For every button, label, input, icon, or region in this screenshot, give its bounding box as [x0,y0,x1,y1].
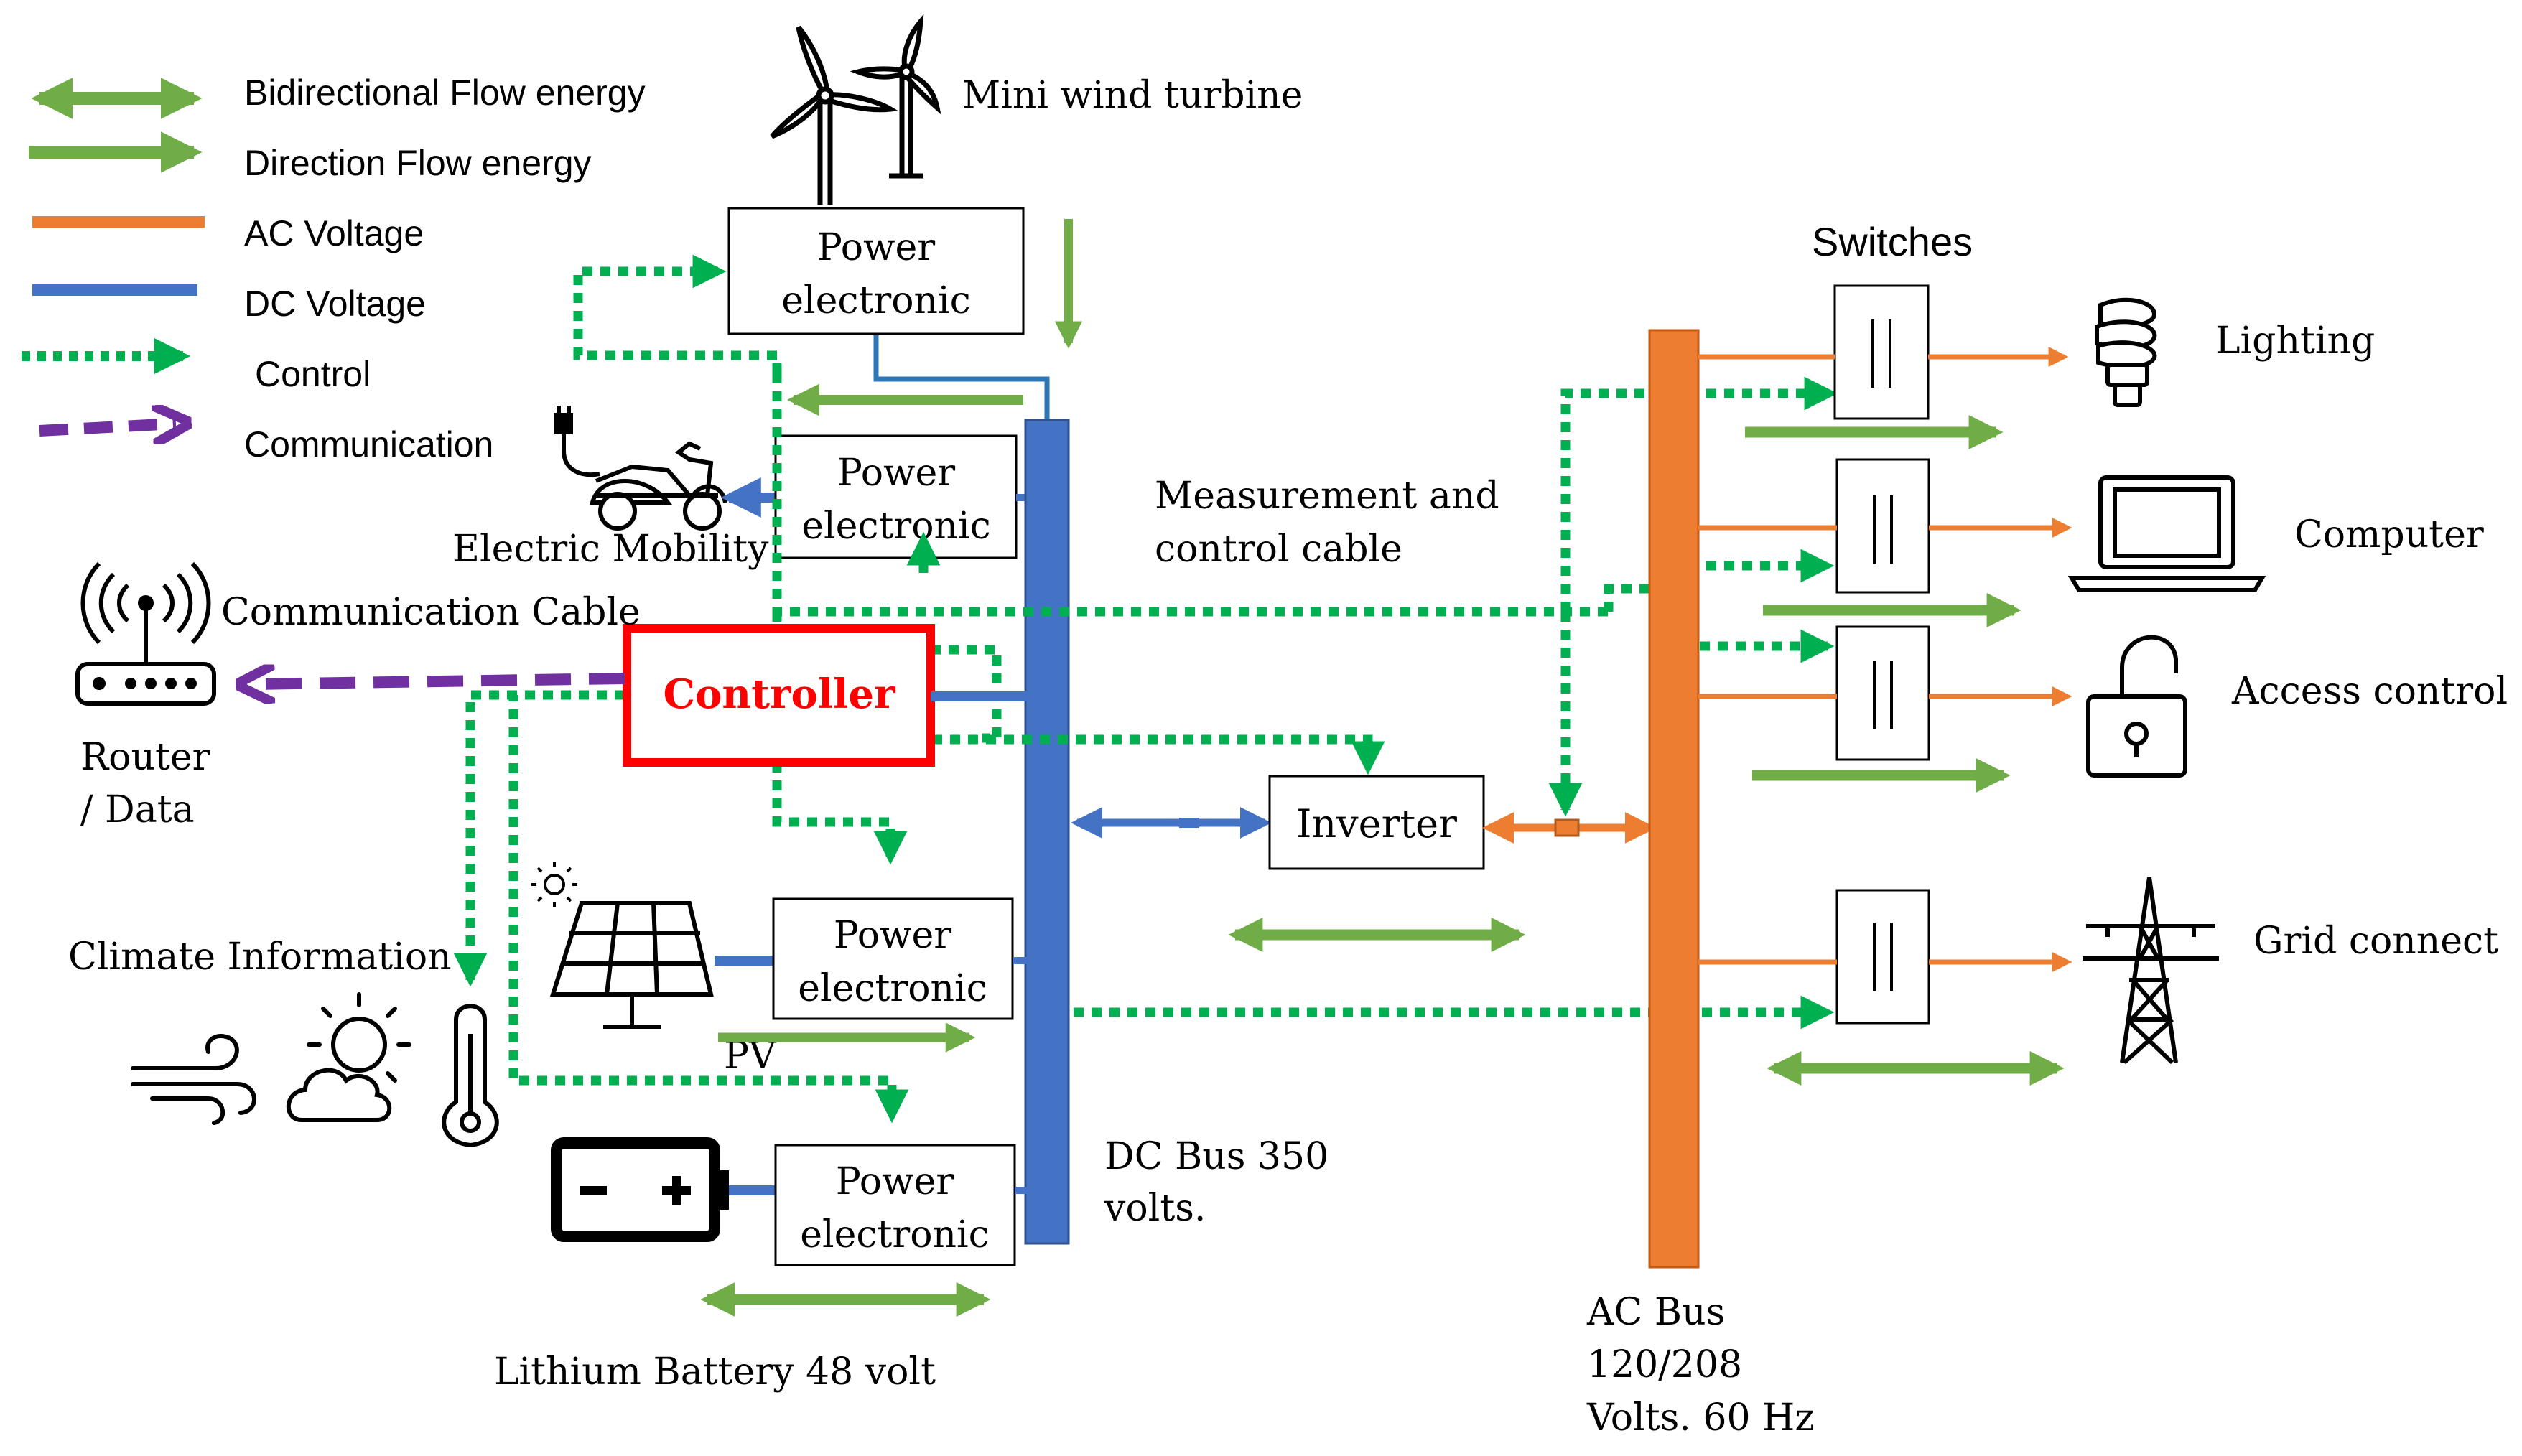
legend-dc-label: DC Voltage [244,284,426,324]
control-lines [453,254,1838,1124]
power-tower-icon [2083,877,2219,1065]
electric-scooter-icon [554,406,727,531]
wind-dc-line [873,335,1050,424]
power-electronic-battery: Power electronic [774,1144,1016,1266]
inverter-label: Inverter [1296,801,1457,846]
ac-feeders [1698,347,2072,972]
router-label-2: / Data [80,788,195,831]
communication-line [251,678,625,684]
legend-ac-label: AC Voltage [244,213,424,253]
switches-label: Switches [1812,219,1973,264]
switch-computer [1835,458,1930,594]
legend-direction-label: Direction Flow energy [244,143,592,183]
ac-bus-label-1: AC Bus [1586,1291,1725,1334]
power-electronic-wind: Power electronic [727,207,1025,335]
router-label-1: Router [80,736,210,779]
measurement-label-1: Measurement and [1155,475,1499,518]
lock-icon [2086,635,2187,778]
dc-bus-label-2: volts. [1104,1187,1206,1230]
solar-panel-icon [549,901,714,1029]
dc-bus-label-1: DC Bus 350 [1104,1135,1329,1178]
legend-control-label: Control [255,354,371,394]
legend-bidirectional-label: Bidirectional Flow energy [244,73,646,113]
pe-pv-label-2: electronic [798,967,987,1010]
laptop-icon [2067,475,2266,592]
measurement-label-2: control cable [1155,528,1402,571]
electric-mobility-label: Electric Mobility [452,528,769,571]
wind-icon [131,1034,256,1125]
pe-ev-label-2: electronic [801,505,991,548]
pe-wind-label-1: Power [817,226,935,269]
battery-icon [551,1137,729,1242]
controller-box: Controller [623,624,935,767]
pe-battery-label-1: Power [836,1160,954,1203]
wind-turbine-label: Mini wind turbine [962,74,1303,117]
power-electronic-pv: Power electronic [772,897,1014,1020]
power-electronic-ev: Power electronic [774,434,1018,559]
sun-cloud-icon [286,992,411,1122]
pe-battery-label-2: electronic [800,1213,990,1256]
switch-access [1835,625,1930,761]
light-bulb-icon [2095,297,2157,407]
pe-ev-label-1: Power [837,452,955,495]
dc-bus [1024,419,1070,1245]
wind-turbine-icon [770,14,941,205]
legend-communication-line [39,424,176,431]
ac-bus-label-3: Volts. 60 Hz [1586,1396,1815,1439]
pe-wind-label-2: electronic [781,279,971,322]
inverter-box: Inverter [1268,775,1485,870]
computer-label: Computer [2294,513,2484,556]
access-control-label: Access control [2231,670,2508,713]
thermometer-icon [442,1004,499,1148]
ac-bus [1648,329,1700,1269]
router-icon [75,561,216,706]
legend-communication-label: Communication [244,424,493,465]
grid-connect-label: Grid connect [2253,920,2498,963]
sun-icon [531,862,577,907]
dc-inverter-link-mark [1179,818,1199,828]
lighting-label: Lighting [2215,319,2375,363]
switch-grid [1835,889,1930,1025]
climate-information-label: Climate Information [68,935,452,979]
ac-measurement-point [1554,818,1580,837]
ac-bus-label-2: 120/208 [1587,1343,1742,1386]
communication-cable-label: Communication Cable [221,591,641,634]
pe-pv-label-1: Power [834,914,951,957]
controller-label: Controller [663,671,896,718]
legend: Bidirectional Flow energy Direction Flow… [22,73,646,465]
switch-lighting [1833,284,1930,420]
battery-label: Lithium Battery 48 volt [494,1350,936,1394]
